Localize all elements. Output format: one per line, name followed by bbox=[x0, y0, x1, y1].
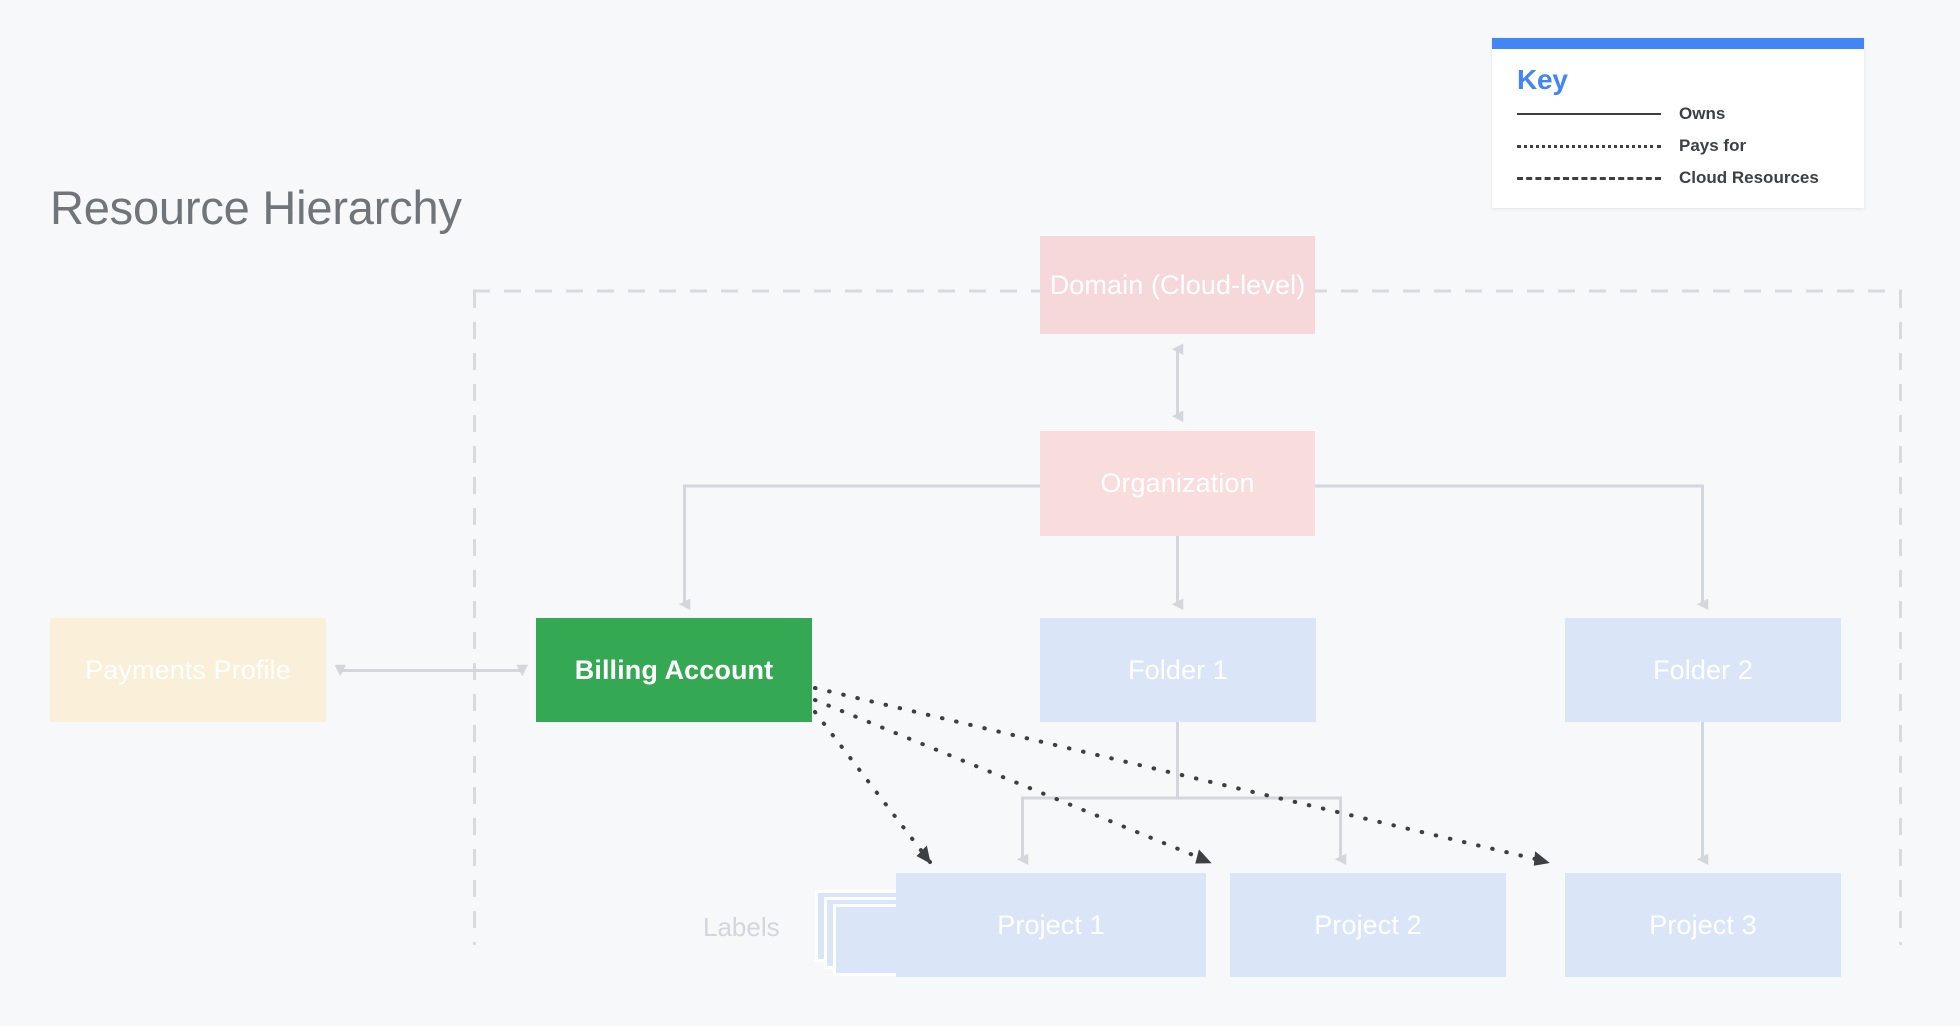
node-organization[interactable]: Organization bbox=[1040, 431, 1315, 536]
page-title: Resource Hierarchy bbox=[50, 181, 462, 234]
key-row-cloud-resources: Cloud Resources bbox=[1517, 168, 1839, 190]
key-body: Key Owns Pays for Cloud Resources bbox=[1492, 49, 1864, 208]
edge-billing-project2 bbox=[813, 698, 1212, 864]
edge-folder1-project1 bbox=[1016, 796, 1178, 865]
node-organization-label: Organization bbox=[1100, 468, 1255, 499]
node-project-3-label: Project 3 bbox=[1649, 909, 1757, 940]
key-label-pays-for: Pays for bbox=[1679, 136, 1747, 155]
edge-organization-folder2 bbox=[1315, 484, 1709, 610]
key-panel: Key Owns Pays for Cloud Resources bbox=[1492, 38, 1864, 208]
node-project-2-label: Project 2 bbox=[1314, 909, 1422, 940]
edge-organization-billing bbox=[678, 484, 1040, 610]
labels-caption: Labels bbox=[703, 912, 780, 942]
node-payments-profile[interactable]: Payments Profile bbox=[50, 618, 326, 722]
dotted-line-icon bbox=[1517, 136, 1661, 156]
dashed-line-icon bbox=[1517, 168, 1661, 188]
key-row-pays-for: Pays for bbox=[1517, 136, 1839, 158]
node-project-1-label: Project 1 bbox=[997, 909, 1105, 940]
node-payments-profile-label: Payments Profile bbox=[85, 654, 291, 685]
key-title: Key bbox=[1517, 64, 1568, 95]
solid-line-icon bbox=[1517, 104, 1661, 124]
key-accent-bar bbox=[1492, 38, 1864, 49]
edge-folder1-project2 bbox=[1177, 796, 1347, 865]
node-domain[interactable]: Domain (Cloud-level) bbox=[1040, 236, 1315, 334]
node-domain-label: Domain (Cloud-level) bbox=[1049, 269, 1306, 300]
node-folder-1-label: Folder 1 bbox=[1128, 654, 1228, 685]
owns-connectors bbox=[334, 343, 1709, 865]
edge-billing-project1 bbox=[813, 710, 932, 864]
key-row-owns: Owns bbox=[1517, 104, 1839, 126]
node-folder-2-label: Folder 2 bbox=[1653, 654, 1753, 685]
node-project-3[interactable]: Project 3 bbox=[1565, 873, 1841, 977]
node-folder-2[interactable]: Folder 2 bbox=[1565, 618, 1841, 722]
node-billing-account[interactable]: Billing Account bbox=[536, 618, 812, 722]
node-project-2[interactable]: Project 2 bbox=[1230, 873, 1506, 977]
key-label-cloud-resources: Cloud Resources bbox=[1679, 168, 1819, 187]
node-folder-1[interactable]: Folder 1 bbox=[1040, 618, 1316, 722]
key-label-owns: Owns bbox=[1679, 104, 1726, 123]
node-project-1[interactable]: Project 1 bbox=[896, 873, 1206, 977]
node-billing-account-label: Billing Account bbox=[574, 654, 774, 685]
